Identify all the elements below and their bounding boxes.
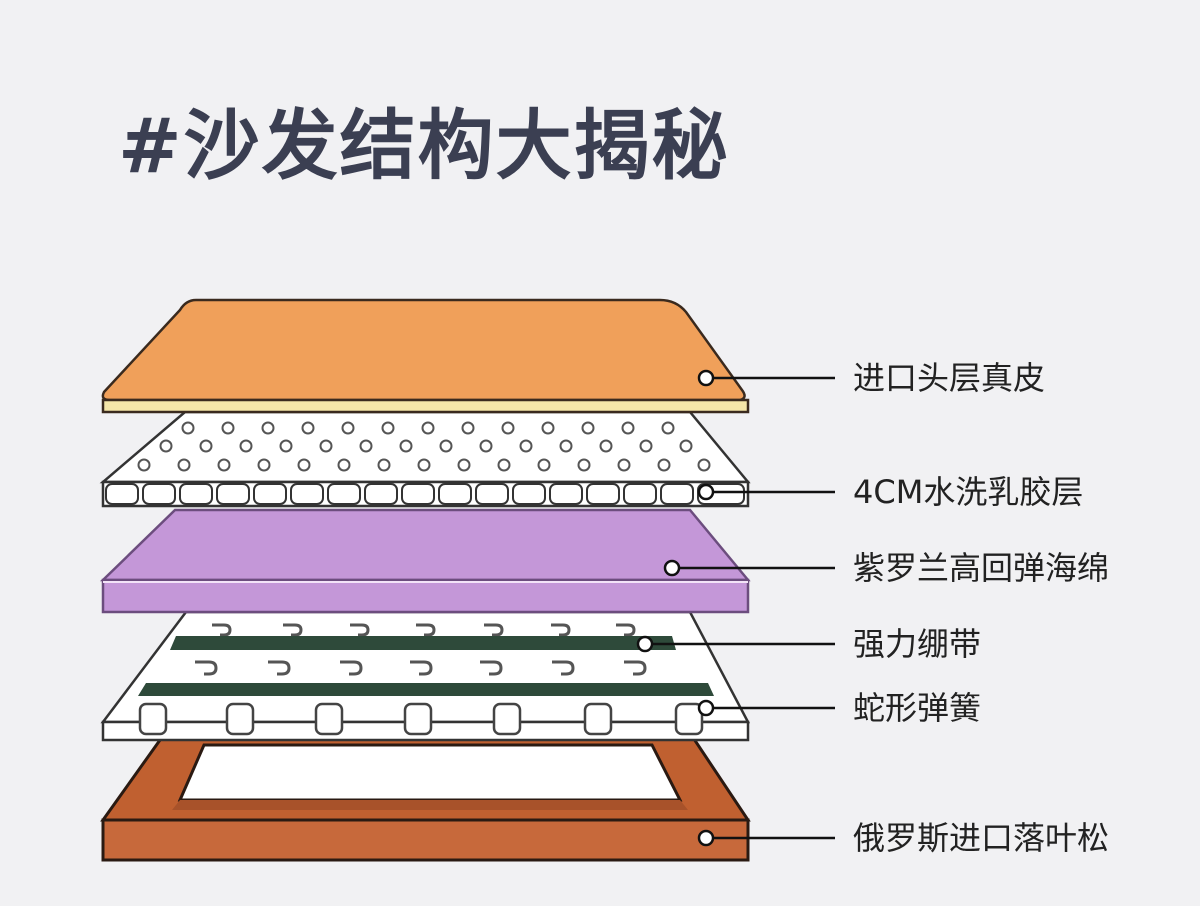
springs-callout-dot [697,699,715,717]
label-latex: 4CM水洗乳胶层 [853,473,1084,511]
straps-layer [138,636,714,696]
callouts [636,369,835,847]
straps-callout-dot [636,635,654,653]
label-foam: 紫罗兰高回弹海绵 [853,549,1110,587]
latex-layer [99,410,751,508]
page-title: #沙发结构大揭秘 [118,101,730,190]
label-straps: 强力绷带 [853,625,982,663]
latex-callout-dot [697,483,715,501]
springs-layer [100,610,751,742]
label-leather: 进口头层真皮 [853,359,1046,397]
leather-callout-dot [697,369,715,387]
foam-callout-dot [663,559,681,577]
frame-callout-dot [697,829,715,847]
leather-layer [101,298,750,414]
label-springs: 蛇形弹簧 [853,689,982,727]
frame-layer [100,731,751,862]
foam-layer [99,508,751,614]
label-frame: 俄罗斯进口落叶松 [853,819,1110,857]
